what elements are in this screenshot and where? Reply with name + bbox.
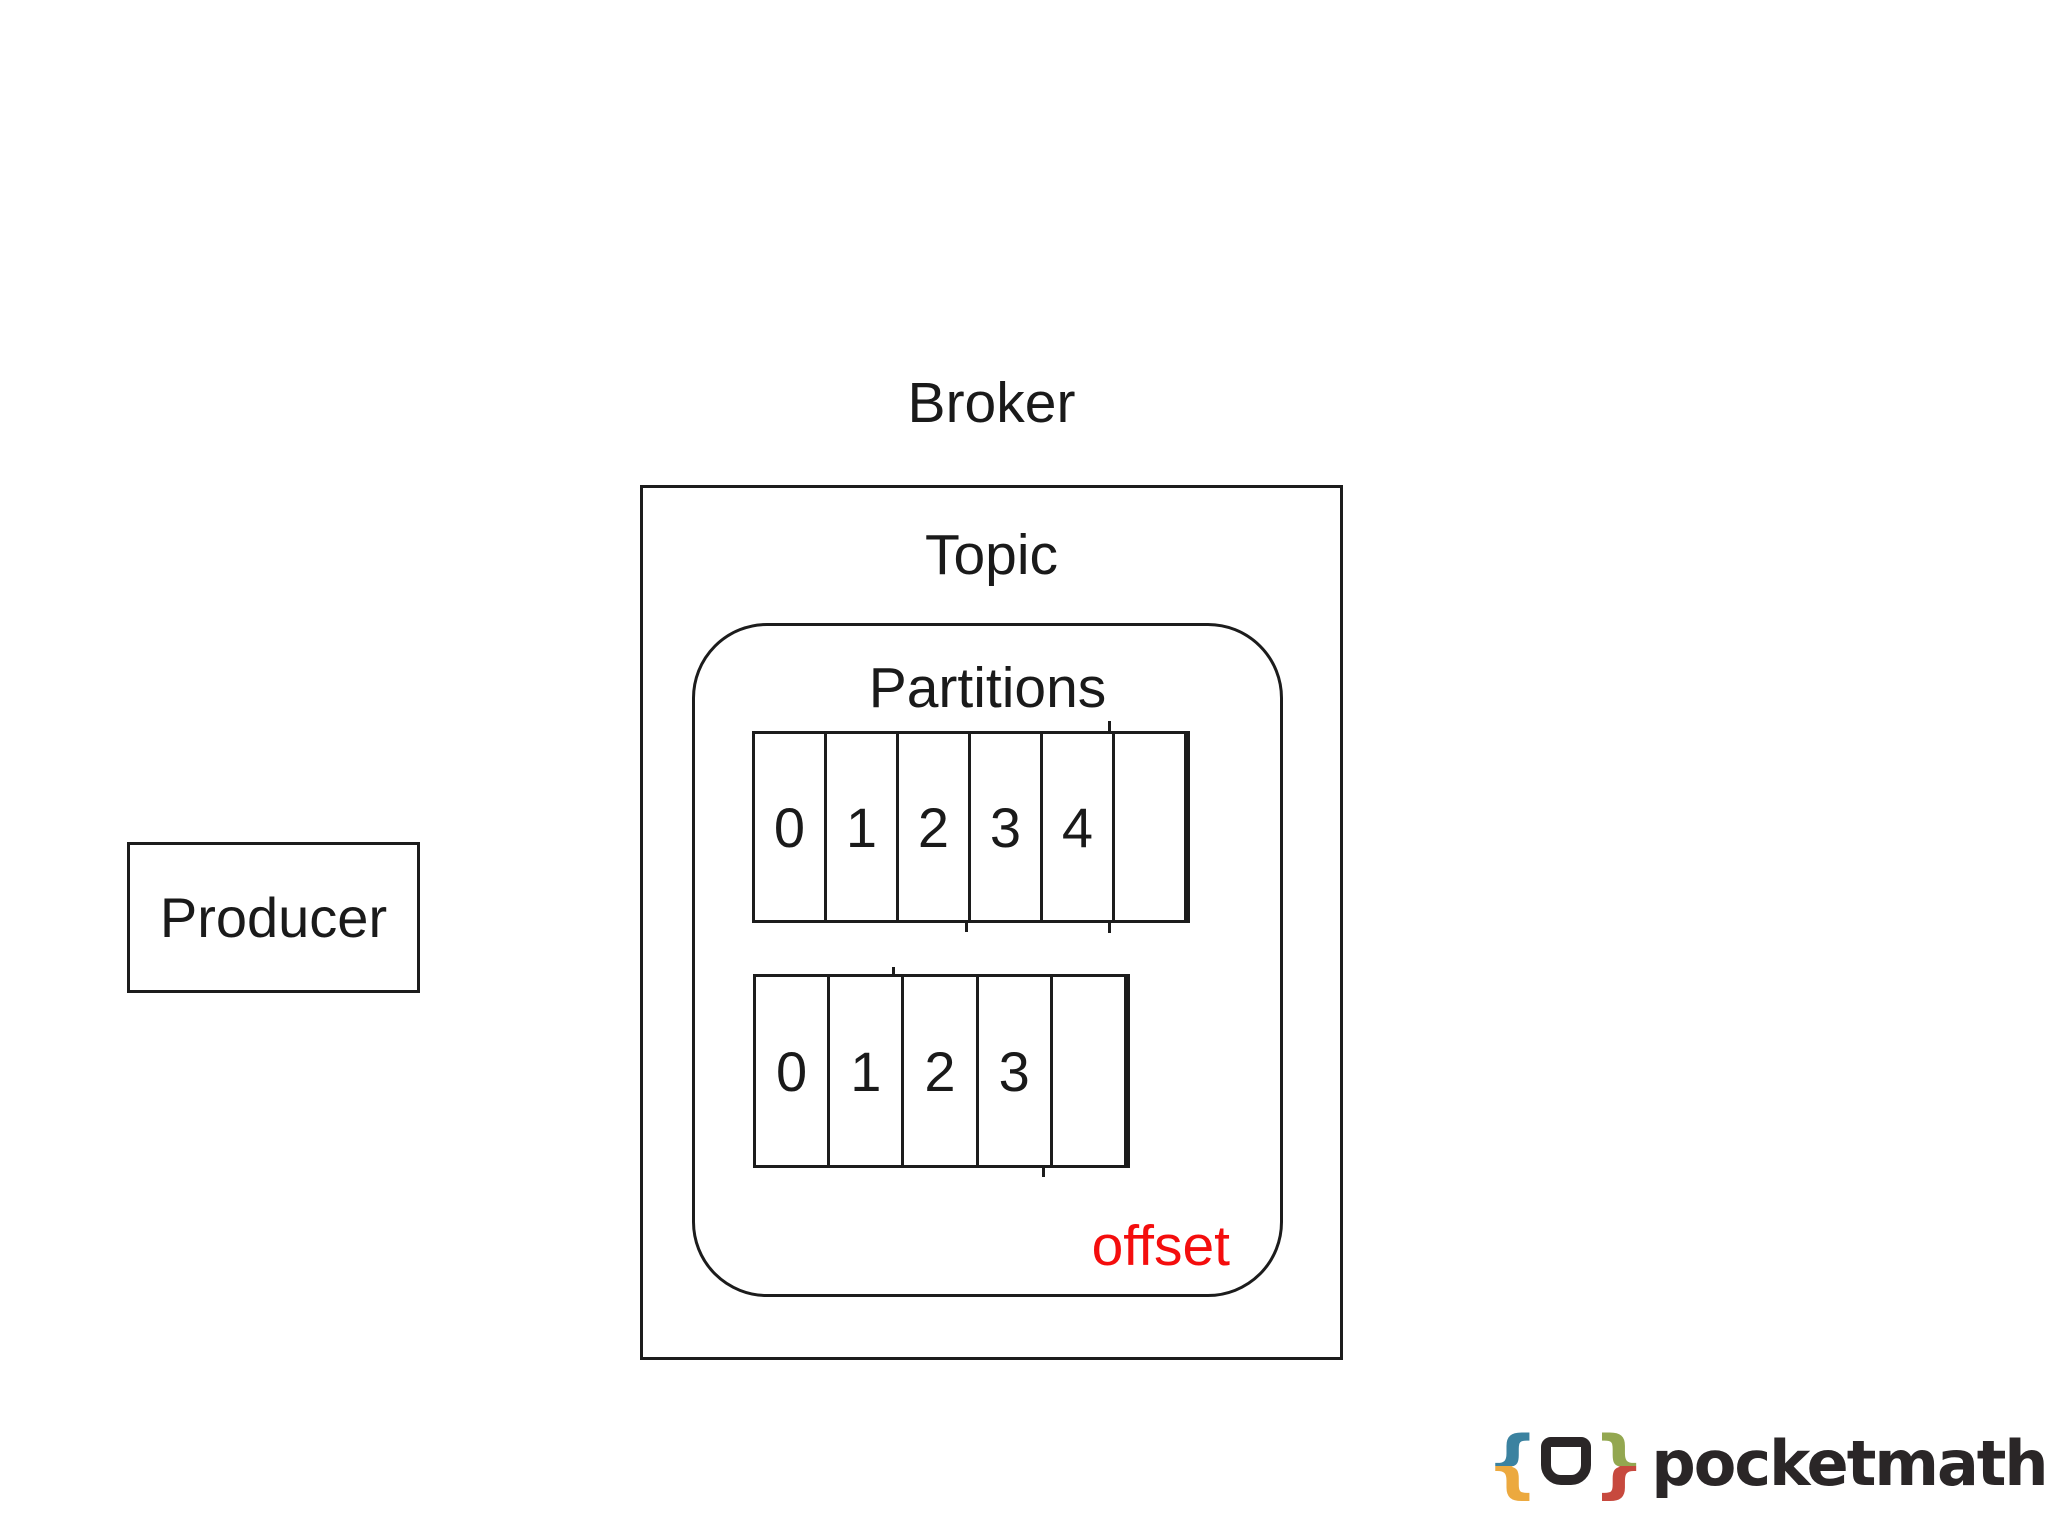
partition-cell-empty	[1115, 734, 1187, 920]
offset-number: 1	[850, 1039, 882, 1103]
partition-row-1: 0 1 2 3 4	[752, 721, 1190, 933]
offset-number: 1	[845, 795, 878, 859]
partition-cell: 1	[830, 977, 905, 1165]
partition-cell: 3	[979, 977, 1053, 1165]
offset-label: offset	[1091, 1214, 1230, 1278]
partition-cell: 4	[1043, 734, 1115, 920]
topic-label: Topic	[924, 523, 1059, 587]
partition-cell: 0	[756, 977, 831, 1165]
partition-cell: 1	[827, 734, 899, 920]
offset-number: 3	[998, 1039, 1030, 1103]
partition-cell-empty	[1053, 977, 1128, 1165]
pocketmath-logo: { } pocketmath	[1486, 1414, 2048, 1514]
partition-cell: 0	[755, 734, 827, 920]
offset-number: 2	[917, 795, 950, 859]
divider-overshoot	[965, 920, 968, 932]
offset-number: 0	[773, 795, 806, 859]
broker-box: Topic Partitions 0 1 2 3 4 0 1 2 3	[640, 485, 1343, 1360]
offset-number: 4	[1061, 795, 1094, 859]
offset-number: 2	[924, 1039, 956, 1103]
divider-overshoot	[892, 967, 895, 977]
divider-overshoot	[1108, 920, 1111, 933]
offset-number: 0	[776, 1039, 808, 1103]
logo-brace-left: {	[1486, 1414, 1539, 1514]
pocket-icon	[1540, 1437, 1591, 1485]
logo-wordmark: pocketmath	[1651, 1427, 2048, 1500]
offset-number: 3	[989, 795, 1022, 859]
partitions-box: Partitions 0 1 2 3 4 0 1 2 3	[692, 623, 1283, 1297]
partition-cell: 2	[904, 977, 979, 1165]
logo-brace-right: }	[1593, 1414, 1646, 1514]
partition-cell: 2	[899, 734, 971, 920]
broker-label: Broker	[907, 371, 1076, 435]
producer-label: Producer	[159, 886, 388, 949]
partitions-label: Partitions	[868, 656, 1107, 720]
producer-box: Producer	[127, 842, 420, 993]
partition-cell: 3	[971, 734, 1043, 920]
divider-overshoot	[1042, 1165, 1045, 1177]
partition-row-2: 0 1 2 3	[753, 967, 1130, 1177]
divider-overshoot	[1108, 721, 1111, 734]
